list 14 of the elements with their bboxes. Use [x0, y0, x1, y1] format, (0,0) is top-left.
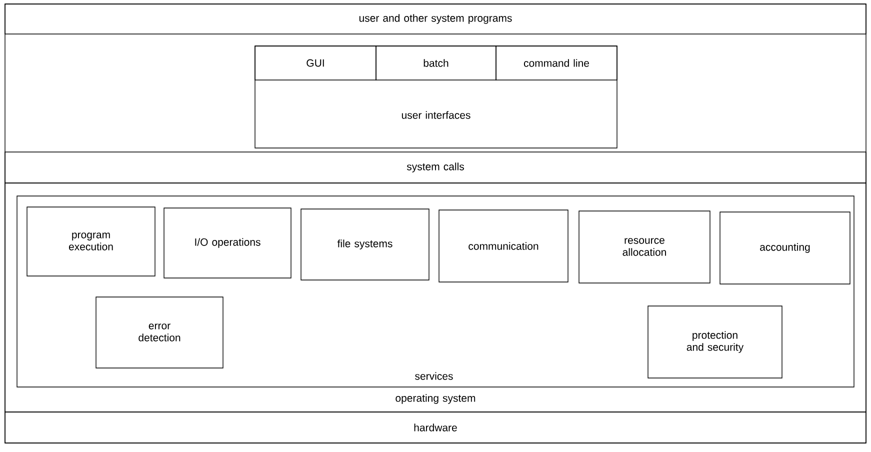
interface-cell: command line — [496, 46, 618, 80]
interface-cell: batch — [376, 46, 496, 80]
service-box: file systems — [300, 208, 430, 280]
service-box: communication — [438, 210, 568, 282]
service-box: resource allocation — [578, 210, 710, 284]
service-box: I/O operations — [164, 208, 292, 278]
layer-band: system calls — [4, 152, 866, 184]
service-box: program execution — [26, 206, 156, 276]
service-box: accounting — [720, 212, 850, 284]
service-box: protection and security — [648, 306, 782, 378]
interface-cell: GUI — [254, 46, 376, 80]
service-box: error detection — [96, 296, 224, 368]
layer-band: user and other system programs — [4, 4, 866, 34]
layer-band: hardware — [4, 412, 866, 444]
